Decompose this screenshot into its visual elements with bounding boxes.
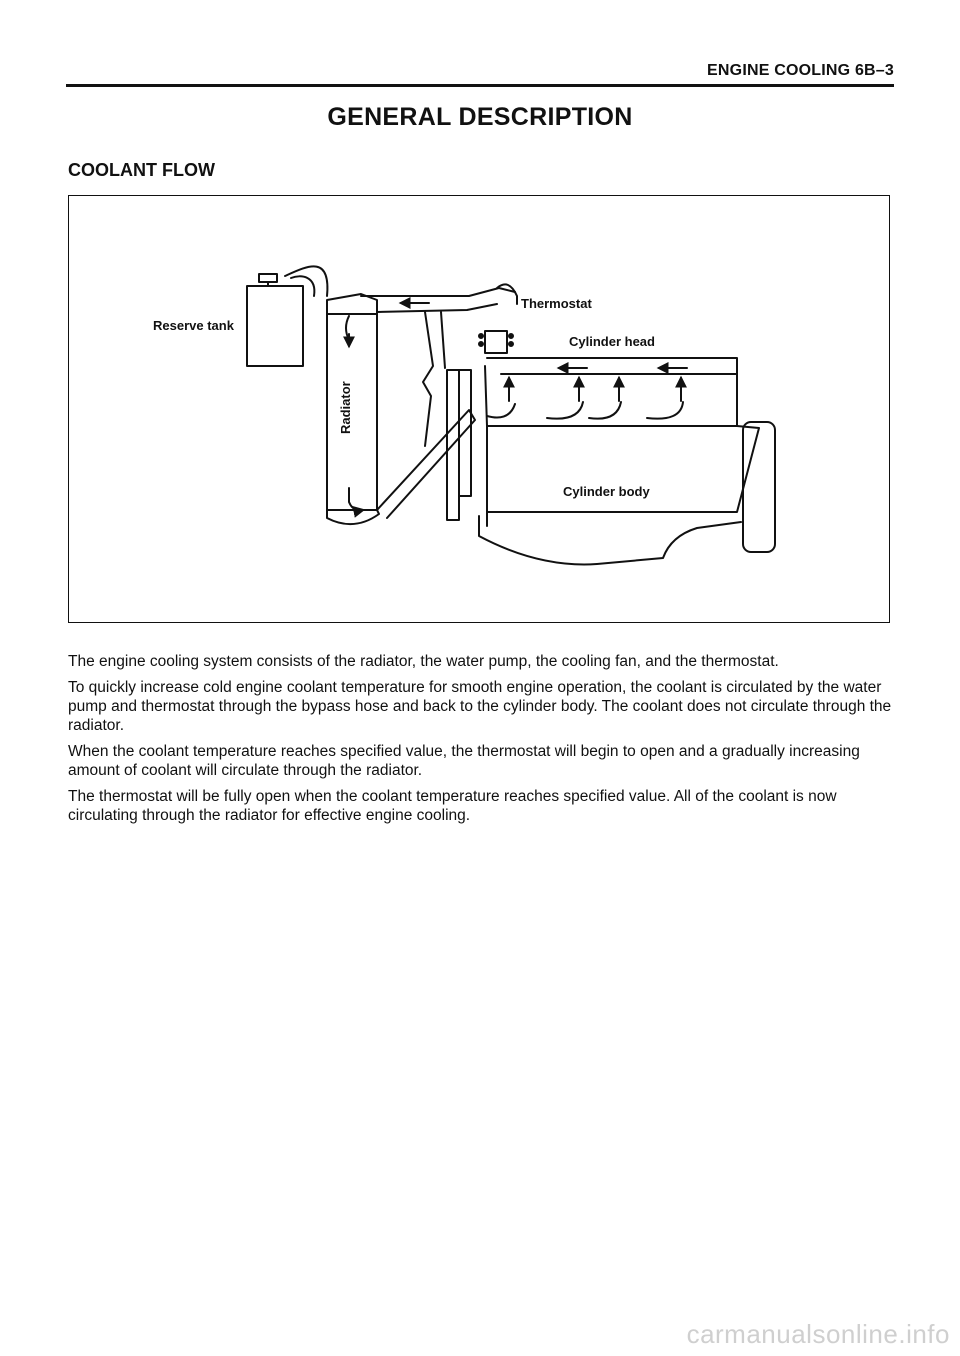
oil-pan	[478, 515, 742, 566]
flywheel-housing	[742, 421, 776, 553]
paragraph: The engine cooling system consists of th…	[68, 653, 779, 670]
thermostat-label: Thermostat	[521, 296, 592, 311]
watermark: carmanualsonline.info	[686, 1319, 950, 1349]
upper-hose	[360, 287, 516, 297]
paragraph: When the coolant temperature reaches spe…	[68, 743, 860, 779]
body-text: The engine cooling system consists of th…	[68, 652, 898, 832]
diagram-drawing	[246, 265, 776, 566]
running-header: ENGINE COOLING 6B–3	[707, 62, 894, 79]
thermostat-housing	[496, 283, 518, 305]
paragraph: The thermostat will be fully open when t…	[68, 788, 837, 824]
cylinder-body	[486, 425, 760, 513]
section-heading: COOLANT FLOW	[68, 160, 215, 180]
bypass-hose	[376, 409, 476, 519]
header-rule	[66, 84, 894, 87]
reserve-tank-cap	[258, 273, 278, 283]
radiator	[326, 313, 378, 511]
coolant-flow-diagram: Reserve tank Thermostat Cylinder head Cy…	[68, 195, 890, 623]
paragraph: To quickly increase cold engine coolant …	[68, 679, 892, 734]
reserve-tank-label: Reserve tank	[153, 318, 234, 333]
thermostat	[484, 330, 508, 354]
cylinder-body-label: Cylinder body	[563, 484, 650, 499]
reserve-tank	[246, 285, 304, 367]
overflow-hose	[284, 265, 329, 297]
page-title: GENERAL DESCRIPTION	[327, 103, 633, 131]
cylinder-head-label: Cylinder head	[569, 334, 655, 349]
radiator-lower-tank	[326, 509, 380, 525]
radiator-label: Radiator	[338, 381, 353, 434]
fan-blade	[422, 311, 434, 447]
